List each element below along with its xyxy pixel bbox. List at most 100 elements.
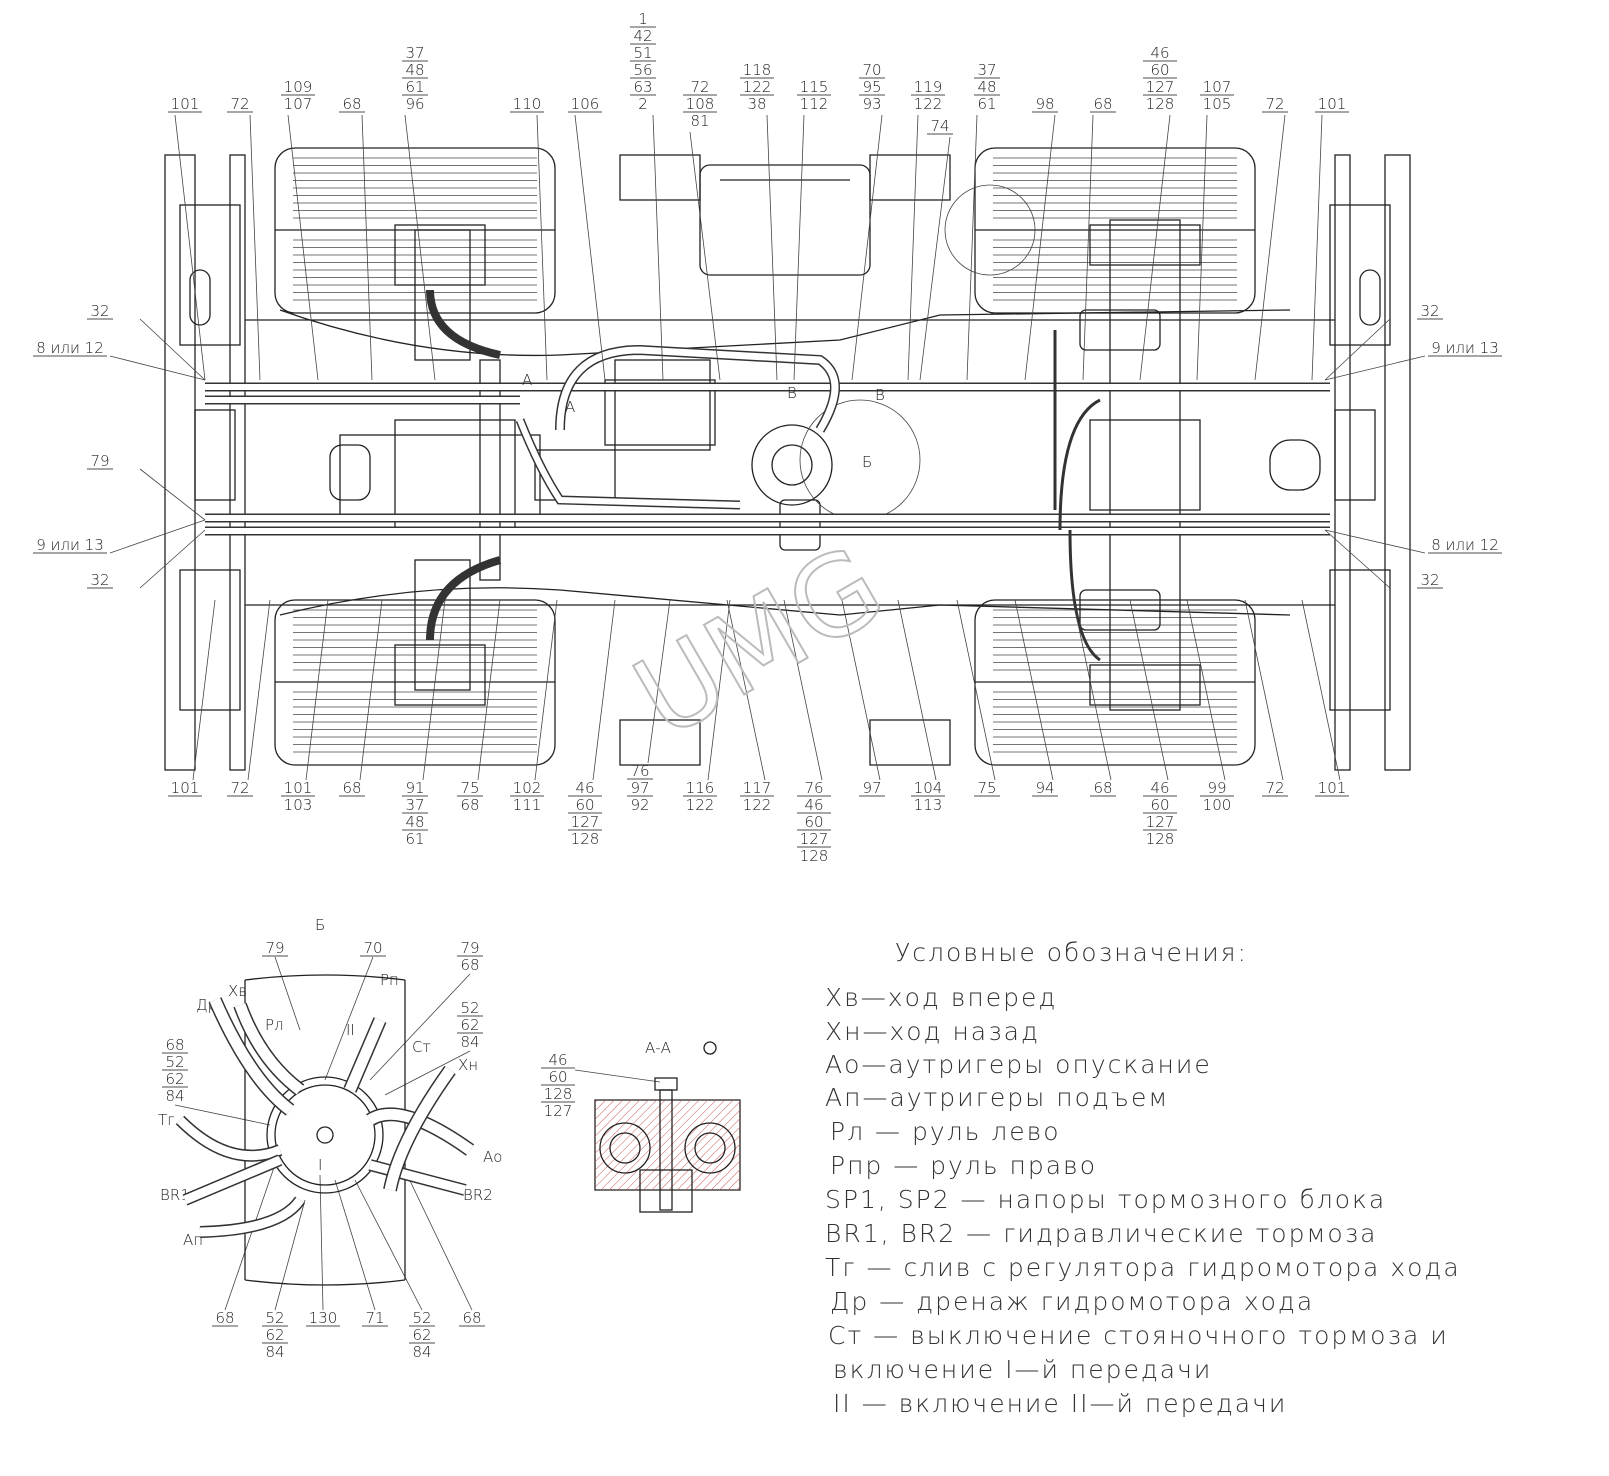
legend-item: II — включение II—й передачи xyxy=(833,1389,1288,1418)
callout-number: 72 xyxy=(1265,95,1284,113)
callout-number: 52 xyxy=(412,1309,431,1327)
callout-number: 60 xyxy=(575,796,594,814)
callout-number: 122 xyxy=(743,796,772,814)
callout: 32 xyxy=(87,302,206,381)
callout-number: 72 xyxy=(690,78,709,96)
hoses xyxy=(205,289,1330,662)
callout-number: 70 xyxy=(363,939,382,957)
callout-number: 48 xyxy=(405,813,424,831)
callout-number: 38 xyxy=(747,95,766,113)
callout-number: 56 xyxy=(633,61,652,79)
callout-number: 127 xyxy=(544,1102,573,1120)
callout-number: 107 xyxy=(1203,78,1232,96)
callout-number: 68 xyxy=(165,1036,184,1054)
callout-number: 46 xyxy=(575,779,594,797)
callout-number: 68 xyxy=(460,796,479,814)
callout: 110 xyxy=(510,95,548,381)
callout-number: 37 xyxy=(405,44,424,62)
callout: 72 xyxy=(1254,95,1288,381)
callout-number: 72 xyxy=(230,95,249,113)
callout-number: 116 xyxy=(686,779,715,797)
callout-number: 37 xyxy=(405,796,424,814)
callout: 68 xyxy=(1082,95,1116,381)
legend-item: Хн—ход назад xyxy=(825,1017,1040,1046)
callout-number: 84 xyxy=(412,1343,431,1361)
callout-number: 128 xyxy=(571,830,600,848)
callout: 75 xyxy=(956,599,1000,797)
section-a-a xyxy=(594,1041,741,1213)
callout-number: 72 xyxy=(230,779,249,797)
callout-number: 62 xyxy=(265,1326,284,1344)
callout: 101 xyxy=(1301,599,1349,797)
callout-number: 61 xyxy=(977,95,996,113)
callout: 8 или 12 xyxy=(1324,529,1502,554)
callout-number: 92 xyxy=(630,796,649,814)
callout-number: 60 xyxy=(804,813,823,831)
callout: 74 xyxy=(919,117,953,381)
callout-number: 101 xyxy=(284,779,313,797)
callout: 98 xyxy=(1024,95,1058,381)
legend-item: SP1, SP2 — напоры тормозного блока xyxy=(825,1185,1387,1214)
callout-number: 72 xyxy=(1265,779,1284,797)
port-label: Ао xyxy=(483,1148,502,1166)
callout-number: 68 xyxy=(342,95,361,113)
port-label: Рп xyxy=(380,971,399,989)
section-marker: А xyxy=(565,398,575,416)
callout-number: 98 xyxy=(1035,95,1054,113)
callout-number: 79 xyxy=(265,939,284,957)
section-aa-title: А-А xyxy=(645,1039,671,1057)
port-label: BR2 xyxy=(463,1186,493,1204)
callout-number: 62 xyxy=(412,1326,431,1344)
callout-number: 32 xyxy=(1420,571,1439,589)
section-marker: В xyxy=(787,384,797,402)
callout-number: 70 xyxy=(862,61,881,79)
callout-number: 51 xyxy=(633,44,652,62)
callout-number: 117 xyxy=(743,779,772,797)
legend-item: включение I—й передачи xyxy=(833,1355,1213,1384)
callout-number: 111 xyxy=(513,796,542,814)
callout-number: 52 xyxy=(265,1309,284,1327)
callout-number: 75 xyxy=(977,779,996,797)
callout-number: 91 xyxy=(405,779,424,797)
callout-number: 104 xyxy=(914,779,943,797)
callout-number: 127 xyxy=(1146,813,1175,831)
callout-number: 75 xyxy=(460,779,479,797)
callout-number: 127 xyxy=(1146,78,1175,96)
callout-number: 1 xyxy=(638,10,648,28)
callout: 79 xyxy=(262,939,301,1031)
callout-number: 84 xyxy=(165,1087,184,1105)
callout-number: 74 xyxy=(930,117,949,135)
callout-number: 32 xyxy=(90,302,109,320)
callout-number: 118 xyxy=(743,61,772,79)
callout-number: 61 xyxy=(405,78,424,96)
callout-number: 48 xyxy=(977,78,996,96)
callout-number: 68 xyxy=(342,779,361,797)
callout-number: 84 xyxy=(460,1033,479,1051)
callout-number: 71 xyxy=(365,1309,384,1327)
callout-number: 79 xyxy=(90,452,109,470)
callout-number: 46 xyxy=(1150,44,1169,62)
legend-item: Др — дренаж гидромотора хода xyxy=(830,1287,1315,1316)
callout: 68 xyxy=(1072,599,1116,797)
callout-number: 100 xyxy=(1203,796,1232,814)
callout-number: 48 xyxy=(405,61,424,79)
port-label: BR1 xyxy=(160,1186,190,1204)
callout-number: 107 xyxy=(284,95,313,113)
callout: 68 xyxy=(339,95,373,381)
callout: 68 xyxy=(339,599,383,797)
callout-number: 8 или 12 xyxy=(1431,536,1499,554)
port-label: Хв xyxy=(228,982,247,1000)
callout-number: 128 xyxy=(1146,830,1175,848)
callout-number: 84 xyxy=(265,1343,284,1361)
callout: 70 xyxy=(324,939,386,1081)
